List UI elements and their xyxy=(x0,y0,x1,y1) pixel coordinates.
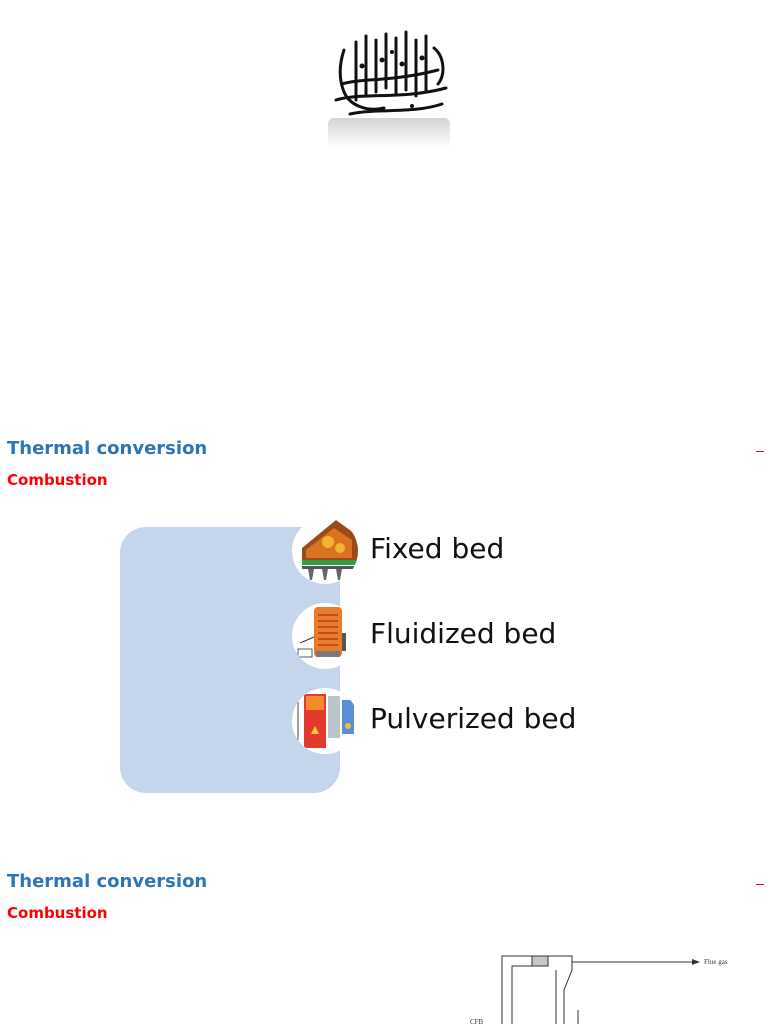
pulverized-bed-boiler-icon xyxy=(292,688,358,754)
fluidized-bed-boiler-icon xyxy=(292,603,358,669)
fixed-bed-label: Fixed bed xyxy=(370,532,505,565)
slide1-subtitle: Combustion xyxy=(7,471,108,489)
slide2-corner-mark xyxy=(756,884,764,885)
logo-reflection xyxy=(328,118,450,148)
slide1-title: Thermal conversion xyxy=(7,438,208,459)
cfb-label: CFB xyxy=(470,1018,484,1026)
flue-gas-label: Flue gas xyxy=(704,958,728,966)
bismillah-calligraphy-logo xyxy=(322,22,456,150)
fixed-bed-furnace-icon xyxy=(292,518,358,584)
pulverized-bed-label: Pulverized bed xyxy=(370,702,577,735)
slide2-subtitle: Combustion xyxy=(7,904,108,922)
slide2-title: Thermal conversion xyxy=(7,871,208,892)
fluidized-bed-label: Fluidized bed xyxy=(370,617,557,650)
cfb-schematic-diagram: Flue gas CFB xyxy=(460,948,760,1026)
slide1-corner-mark xyxy=(756,451,764,452)
